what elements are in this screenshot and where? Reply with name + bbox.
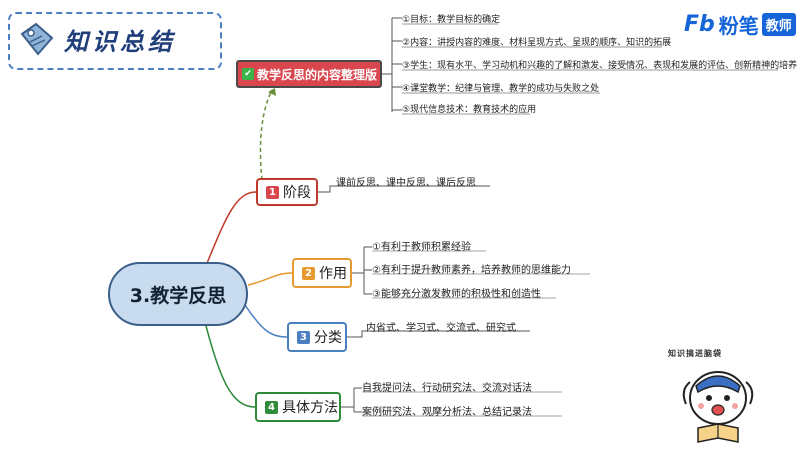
branch-number: 3 <box>297 330 310 344</box>
branch-item: 案例研究法、观摩分析法、总结记录法 <box>362 407 532 418</box>
content-item: ④课堂教学：纪律与管理、教学的成功与失败之处 <box>402 84 600 94</box>
branch-label: 作用 <box>319 266 347 282</box>
content-item: ②内容：讲授内容的难度、材料呈现方式、呈现的顺序、知识的拓展 <box>402 38 672 48</box>
branch-item: ③能够充分激发教师的积极性和创造性 <box>372 289 541 300</box>
branch-function: 2 作用 <box>292 258 352 288</box>
content-item: ①目标：教学目标的确定 <box>402 15 501 25</box>
content-item: ③学生：现有水平、学习动机和兴趣的了解和激发、接受情况、表现和发展的评估、创新精… <box>402 61 798 71</box>
branch-stage: 1 阶段 <box>256 178 318 206</box>
logo-tag: 教师 <box>761 12 796 36</box>
center-topic-label: 3.教学反思 <box>129 284 227 307</box>
content-item: ⑤现代信息技术：教育技术的应用 <box>402 105 537 115</box>
logo-text: 粉笔 <box>718 13 759 38</box>
branch-label: 阶段 <box>283 185 311 201</box>
content-summary-label: 教学反思的内容整理版 <box>257 67 378 82</box>
branch-item: 自我提问法、行动研究法、交流对话法 <box>362 383 532 394</box>
cartoon-student-icon <box>682 371 754 443</box>
branch-item: ②有利于提升教师素养，培养教师的思维能力 <box>372 265 571 276</box>
branch-label: 分类 <box>314 330 342 346</box>
center-topic: 3.教学反思 <box>108 262 248 326</box>
brand-logo: Fb 粉笔 教师 <box>684 10 796 38</box>
logo-mark: Fb <box>684 11 715 37</box>
branch-item: ①有利于教师积累经验 <box>372 242 471 253</box>
branch-methods: 4 具体方法 <box>255 392 341 422</box>
branch-number: 1 <box>266 185 279 199</box>
branch-item: 课前反思、课中反思、课后反思 <box>336 178 476 189</box>
cartoon-caption: 知识搞进脑袋 <box>668 349 722 358</box>
tag-icon <box>20 22 54 56</box>
branch-number: 4 <box>265 400 278 414</box>
content-summary-node: ✔ 教学反思的内容整理版 <box>236 60 382 88</box>
page-title: 知识总结 <box>64 28 176 56</box>
branch-category: 3 分类 <box>287 322 347 352</box>
check-icon: ✔ <box>242 68 254 80</box>
branch-number: 2 <box>302 266 315 280</box>
branch-label: 具体方法 <box>282 400 338 416</box>
branch-item: 内省式、学习式、交流式、研究式 <box>366 323 516 334</box>
